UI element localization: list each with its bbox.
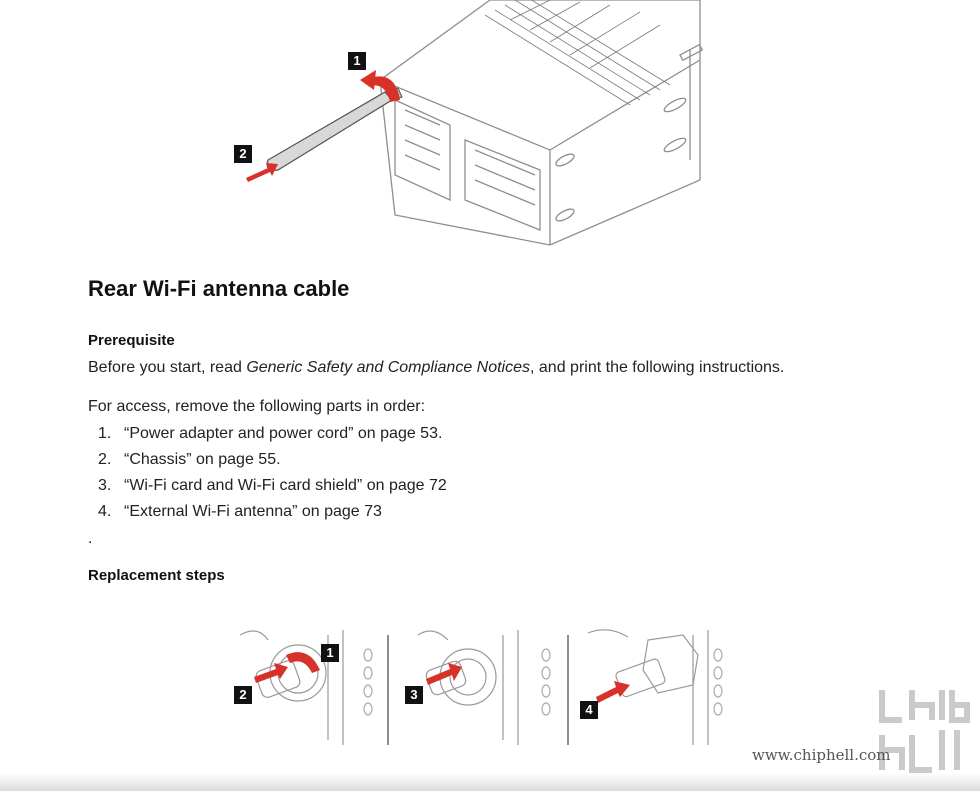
chiphell-watermark-logo	[752, 680, 972, 780]
list-item-link[interactable]: “Power adapter and power cord” on page 5…	[124, 425, 443, 442]
pull-arrow	[246, 163, 278, 182]
replacement-heading: Replacement steps	[88, 567, 225, 584]
push-arrow-4	[596, 681, 630, 703]
step-badge-1: 1	[348, 52, 366, 70]
list-item-number: 2.	[98, 451, 112, 468]
replacement-steps-drawing	[239, 629, 723, 745]
pull-arrow-3	[426, 663, 462, 685]
intro-before: Before you start, read	[88, 359, 247, 376]
list-item-number: 1.	[98, 425, 112, 442]
section-title: Rear Wi-Fi antenna cable	[88, 276, 350, 301]
cable-replacement-illustration: 1 2 3 4	[228, 625, 728, 750]
list-item: 3. “Wi-Fi card and Wi-Fi card shield” on …	[98, 476, 447, 502]
intro-after: , and print the following instructions.	[530, 359, 785, 376]
list-item: 1. “Power adapter and power cord” on page…	[98, 424, 447, 450]
step-badge-3: 3	[405, 686, 423, 704]
antenna	[266, 87, 403, 171]
step-badge-2: 2	[234, 686, 252, 704]
list-item-number: 4.	[98, 503, 112, 520]
pull-arrow-2	[254, 663, 288, 683]
list-item-number: 3.	[98, 477, 112, 494]
watermark-url: www.chiphell.com	[752, 746, 891, 764]
trailing-period: .	[88, 530, 93, 547]
list-item-link[interactable]: “Chassis” on page 55.	[124, 451, 281, 468]
step-badge-4: 4	[580, 701, 598, 719]
antenna-removal-illustration: 1 2	[220, 0, 720, 250]
prerequisite-heading: Prerequisite	[88, 332, 175, 349]
rotate-arrow	[370, 76, 400, 102]
bottom-shadow	[0, 773, 980, 791]
step-badge-2: 2	[234, 145, 252, 163]
rotate-arrow-1	[286, 652, 320, 673]
list-item: 4. “External Wi-Fi antenna” on page 73	[98, 502, 447, 528]
prerequisite-intro: Before you start, read Generic Safety an…	[88, 359, 784, 377]
access-intro: For access, remove the following parts i…	[88, 398, 426, 415]
access-parts-list: 1. “Power adapter and power cord” on page…	[98, 424, 447, 528]
pc-chassis-drawing	[246, 0, 704, 246]
list-item-link[interactable]: “External Wi-Fi antenna” on page 73	[124, 503, 382, 520]
step-badge-1: 1	[321, 644, 339, 662]
list-item: 2. “Chassis” on page 55.	[98, 450, 447, 476]
list-item-link[interactable]: “Wi-Fi card and Wi-Fi card shield” on pa…	[124, 477, 447, 494]
safety-notices-reference: Generic Safety and Compliance Notices	[246, 359, 531, 376]
